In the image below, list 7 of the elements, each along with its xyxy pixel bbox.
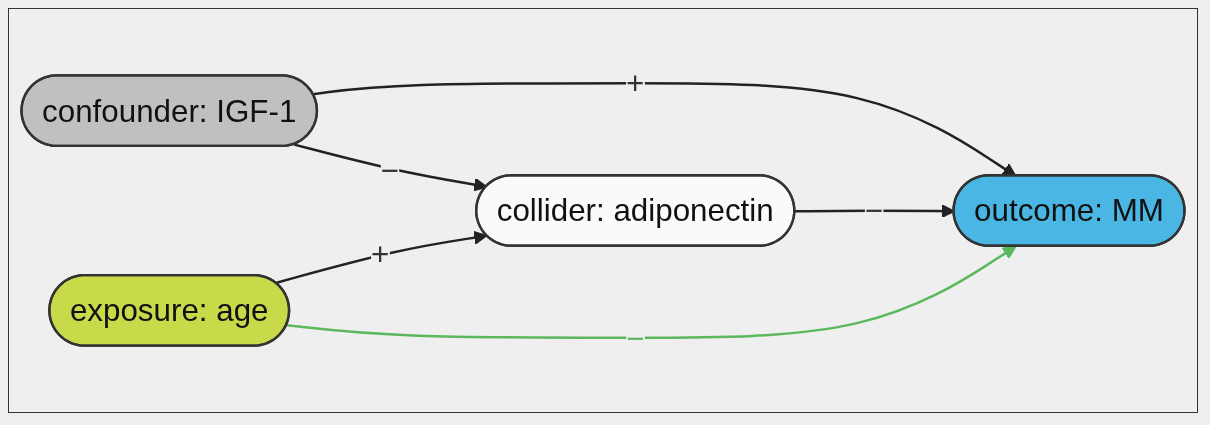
edge-label: − [380, 152, 399, 187]
arrow [286, 245, 1017, 340]
arrow [275, 230, 488, 285]
edge-label: + [371, 236, 390, 272]
edge-label: − [626, 320, 645, 356]
edge-label: − [864, 193, 884, 228]
edge-label: + [626, 65, 645, 101]
